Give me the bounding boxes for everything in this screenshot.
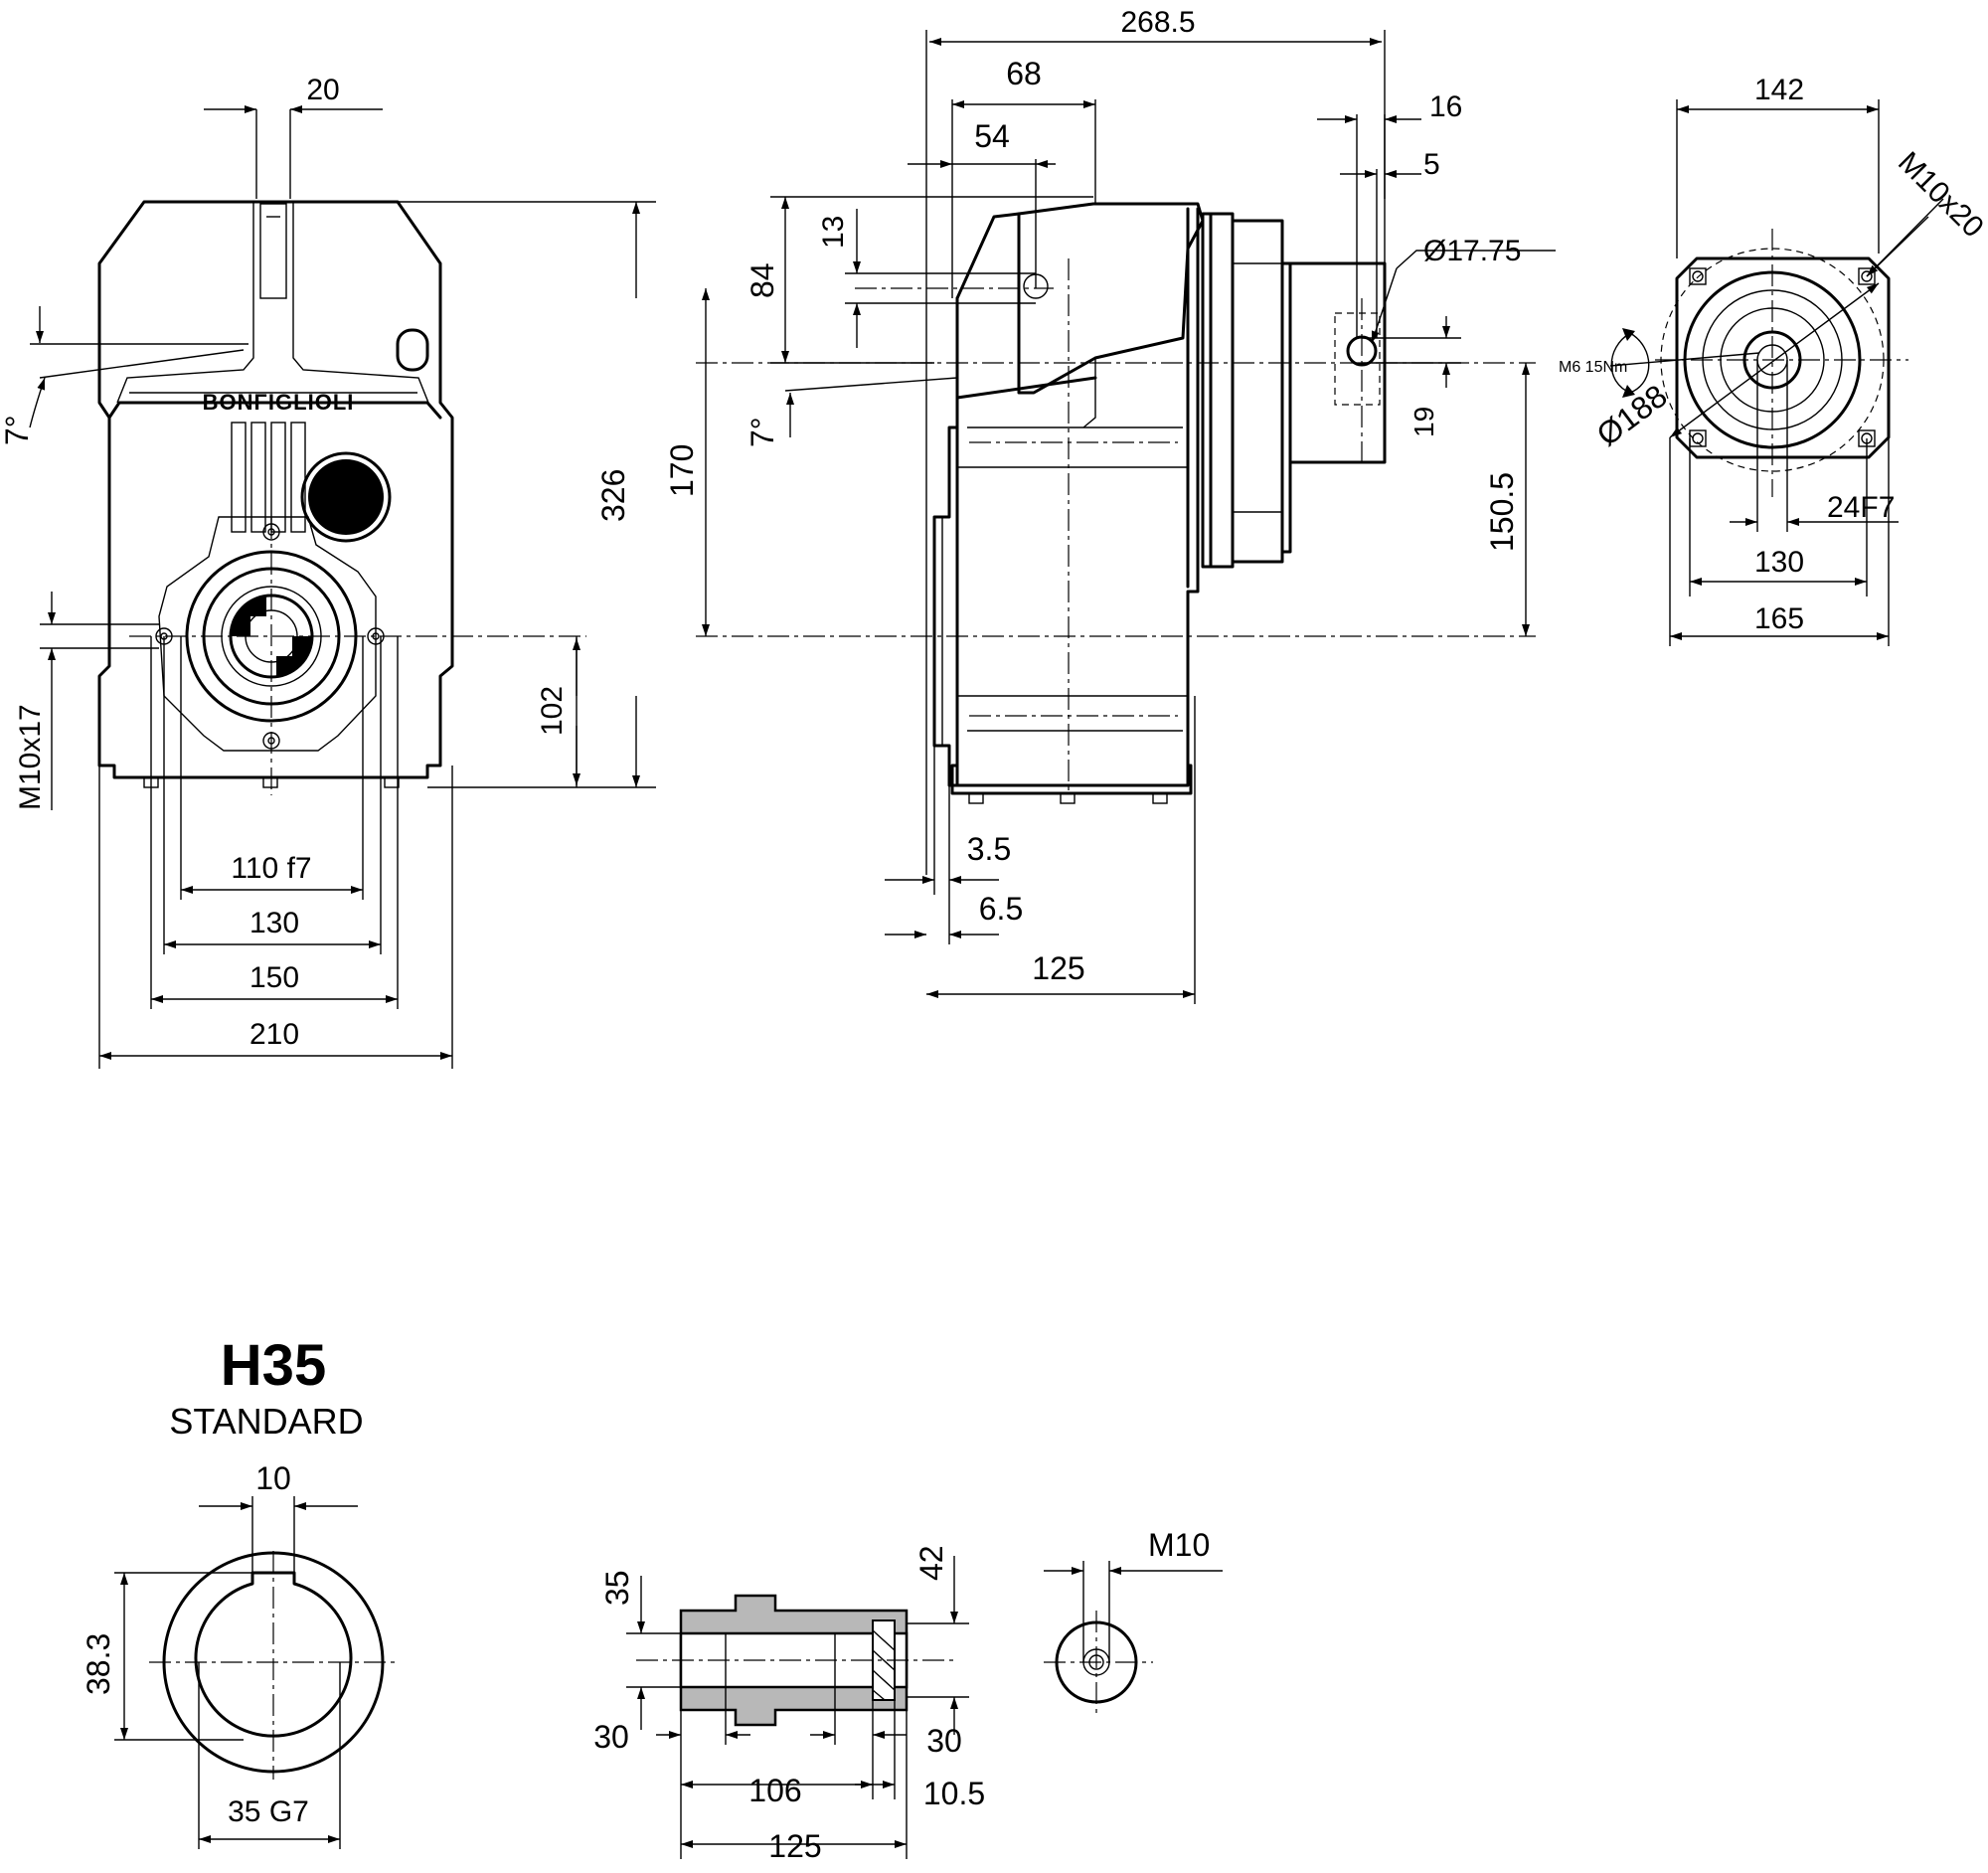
- dim-19: 19: [1408, 407, 1439, 437]
- bore-24f7: 24F7: [1827, 491, 1895, 524]
- dim-170: 170: [664, 444, 700, 497]
- flange-view: M6 15Nm 142 M10x20 Ø188 24F7 130 165: [1559, 74, 1988, 646]
- bore-35g7: 35 G7: [228, 1795, 309, 1828]
- dim-84: 84: [745, 262, 780, 298]
- dim-165: 165: [1754, 602, 1804, 635]
- rotation-arrow-icon: [1610, 328, 1650, 398]
- dim-210: 210: [249, 1018, 299, 1051]
- thread-m10x20: M10x20: [1892, 146, 1988, 245]
- dim-326: 326: [595, 469, 631, 522]
- dim-20: 20: [306, 74, 339, 106]
- dim-30-left: 30: [593, 1719, 629, 1755]
- end-cap: M10: [1044, 1527, 1223, 1715]
- hollow-shaft: 35 42 30 30 106 10.5 125: [593, 1545, 985, 1864]
- dim-125-shaft: 125: [768, 1828, 821, 1864]
- dim-10-5: 10.5: [923, 1776, 985, 1811]
- brand-logo: BONFIGLIOLI: [203, 390, 355, 415]
- dim-130-flange: 130: [1754, 546, 1804, 579]
- dim-3-5: 3.5: [967, 831, 1011, 867]
- dim-35: 35: [599, 1570, 635, 1606]
- dim-54: 54: [974, 118, 1010, 154]
- front-view: 20 7° 326 102 M10x17 110 f7 130 150: [0, 74, 656, 1069]
- dim-142: 142: [1754, 74, 1804, 106]
- dim-102: 102: [536, 686, 569, 736]
- dim-150: 150: [249, 961, 299, 994]
- dim-38-3: 38.3: [81, 1633, 116, 1695]
- dim-6-5: 6.5: [979, 891, 1023, 927]
- dim-150-5: 150.5: [1484, 472, 1520, 552]
- angle-7-side: 7°: [745, 417, 780, 447]
- thread-m10: M10: [1148, 1527, 1210, 1563]
- pcd-188: Ø188: [1590, 378, 1674, 453]
- angle-7-front: 7°: [0, 415, 35, 445]
- dim-16: 16: [1429, 90, 1462, 123]
- dim-13: 13: [817, 216, 850, 249]
- dim-130-front: 130: [249, 907, 299, 939]
- side-view: 268.5 68 54 16 5 13 84 7° 17: [664, 6, 1556, 1004]
- dim-5: 5: [1423, 148, 1440, 181]
- dim-106: 106: [748, 1773, 801, 1808]
- dim-key-10: 10: [255, 1460, 291, 1496]
- dim-110f7: 110 f7: [231, 852, 311, 885]
- torque-m6-15nm: M6 15Nm: [1559, 359, 1627, 376]
- dim-268-5: 268.5: [1120, 6, 1195, 39]
- model-title: H35: [221, 1333, 326, 1398]
- model-variant: STANDARD: [169, 1401, 363, 1442]
- dim-30-right: 30: [926, 1723, 962, 1759]
- bore-17-75: Ø17.75: [1423, 235, 1521, 267]
- thread-m10x17: M10x17: [14, 704, 47, 810]
- dim-125-side: 125: [1032, 950, 1084, 986]
- dim-42: 42: [913, 1545, 949, 1581]
- dim-68: 68: [1006, 56, 1042, 91]
- shaft-section: 10 38.3 35 G7: [81, 1460, 398, 1849]
